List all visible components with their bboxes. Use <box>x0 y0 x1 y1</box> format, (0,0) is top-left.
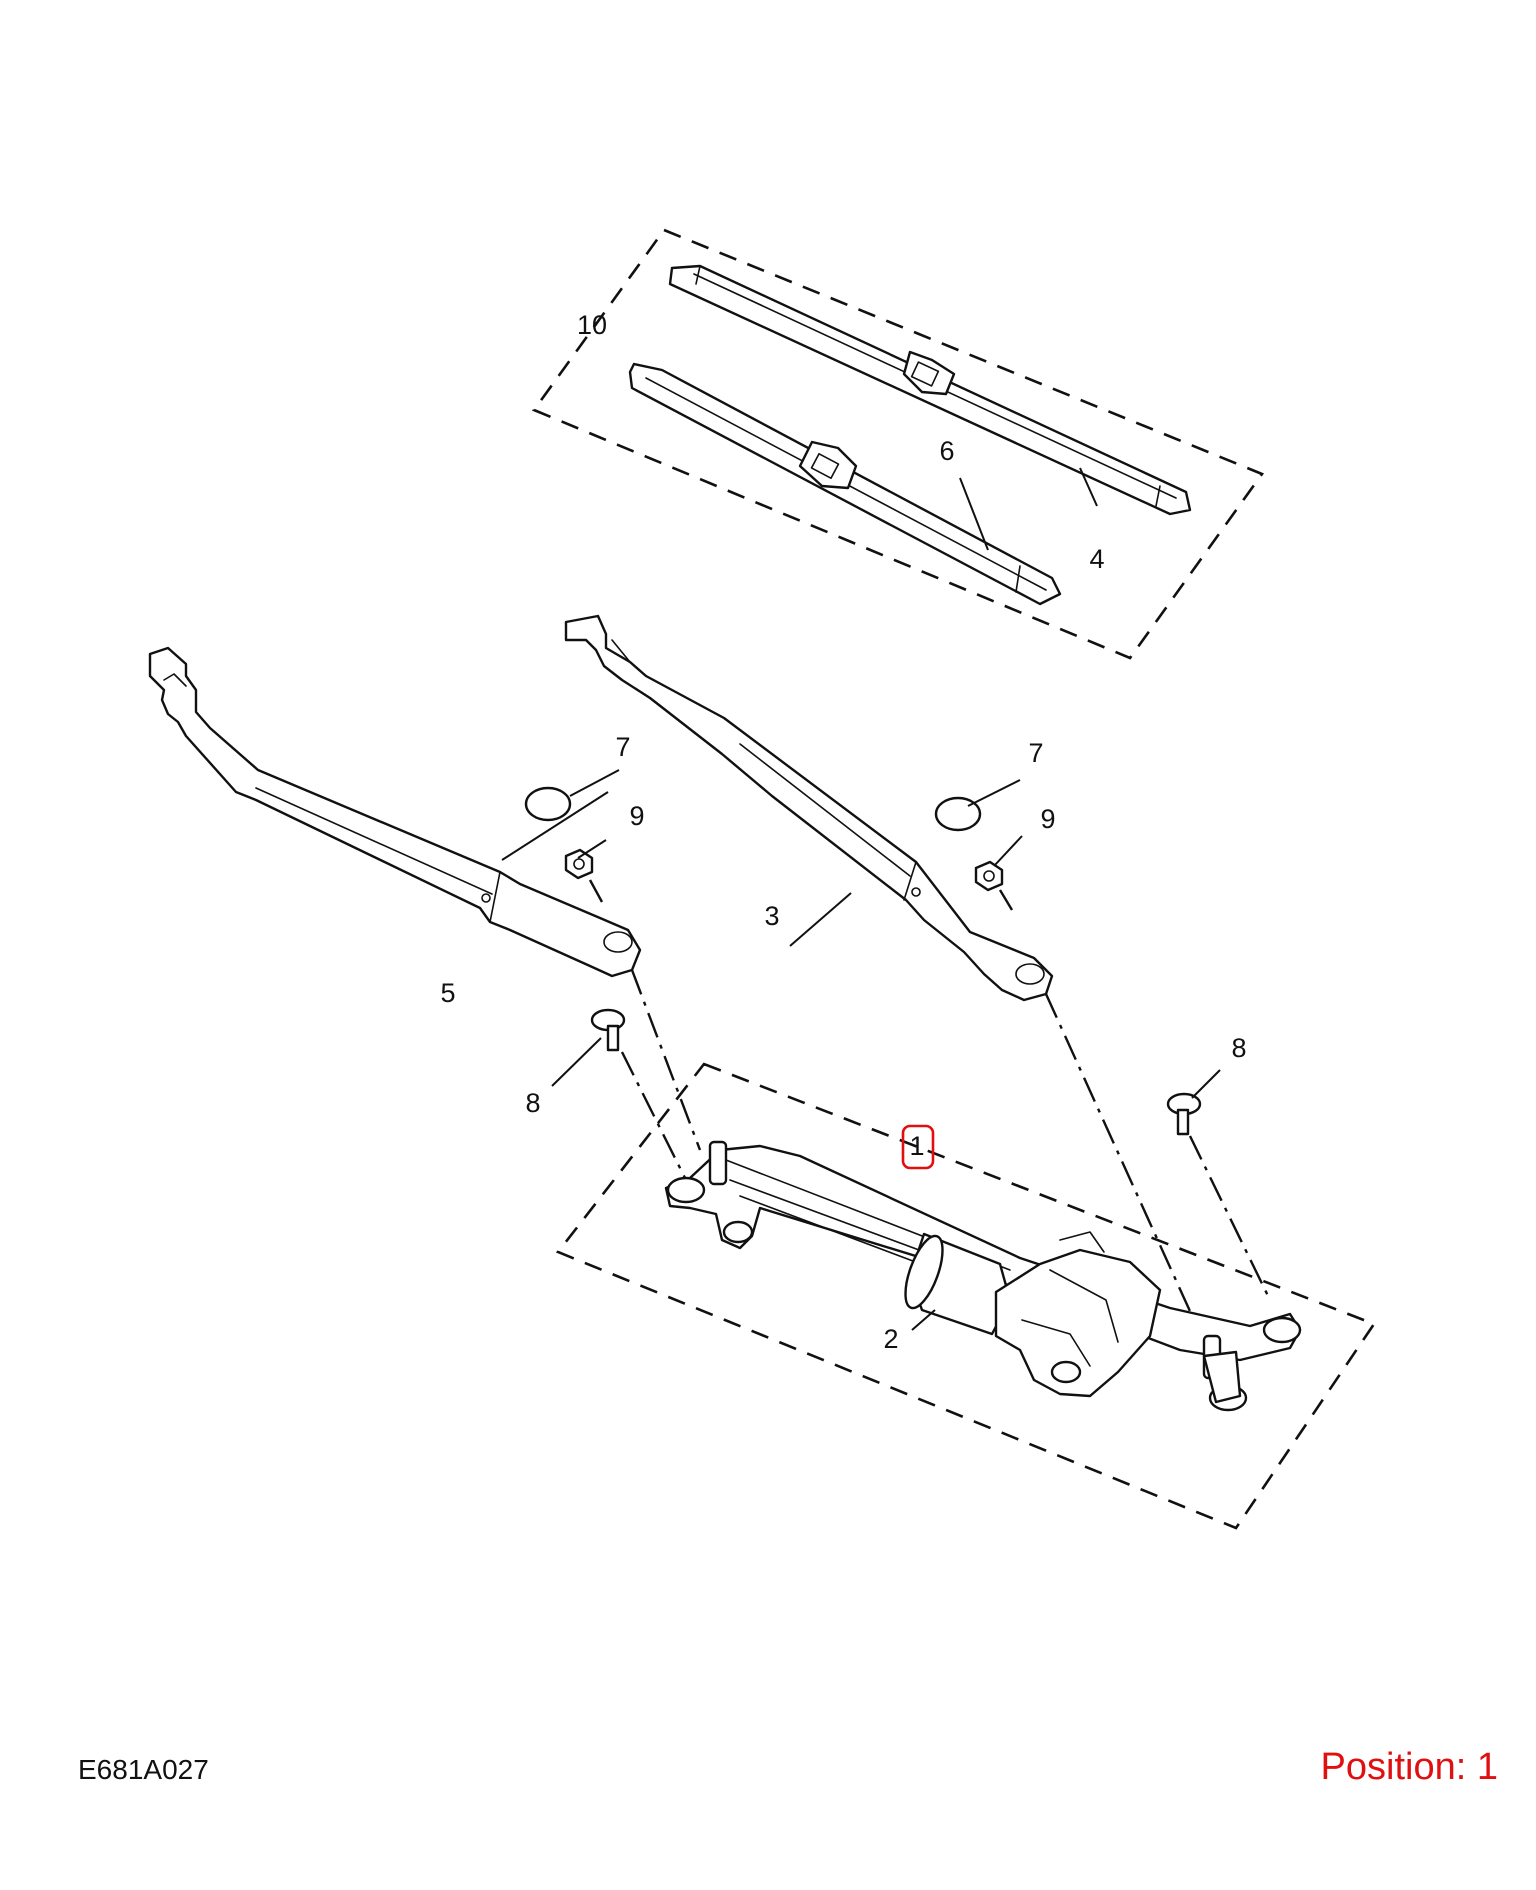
callout-1[interactable]: 1 <box>909 1131 924 1161</box>
position-indicator: Position: 1 <box>1320 1746 1498 1788</box>
axis-line-1 <box>630 969 702 1151</box>
callout-9-left[interactable]: 9 <box>629 801 644 831</box>
bolt-left <box>590 1008 626 1052</box>
blade-group-boundary <box>531 228 1265 660</box>
callout-3[interactable]: 3 <box>764 901 779 931</box>
callout-6[interactable]: 6 <box>939 436 954 466</box>
diagram-code: E681A027 <box>78 1754 209 1785</box>
callout-5[interactable]: 5 <box>440 978 455 1008</box>
wiper-motor <box>904 1231 1162 1398</box>
bolt-right <box>1166 1092 1202 1136</box>
callout-4[interactable]: 4 <box>1089 544 1104 574</box>
nut-right <box>974 860 1004 892</box>
nut-left <box>564 848 594 880</box>
axis-line-5 <box>588 879 604 903</box>
axis-line-6 <box>998 889 1014 911</box>
callout-2[interactable]: 2 <box>883 1324 898 1354</box>
callout-8-left[interactable]: 8 <box>525 1088 540 1118</box>
axis-line-4 <box>1188 1135 1272 1301</box>
wiper-arm-left <box>148 646 642 978</box>
callout-7-left[interactable]: 7 <box>615 732 630 762</box>
axis-line-3 <box>1044 993 1196 1321</box>
linkage-group-boundary <box>555 1062 1376 1530</box>
wiper-arm-right <box>564 614 1054 1002</box>
wiper-blade-short <box>628 362 1062 606</box>
callout-10[interactable]: 10 <box>577 310 607 340</box>
callout-1-highlight <box>901 1124 935 1170</box>
callout-7-right[interactable]: 7 <box>1028 738 1043 768</box>
cap-left <box>524 786 572 822</box>
callout-9-right[interactable]: 9 <box>1040 804 1055 834</box>
axis-line-2 <box>620 1051 688 1181</box>
callout-8-right[interactable]: 8 <box>1231 1033 1246 1063</box>
wiper-blade-long <box>668 264 1192 516</box>
